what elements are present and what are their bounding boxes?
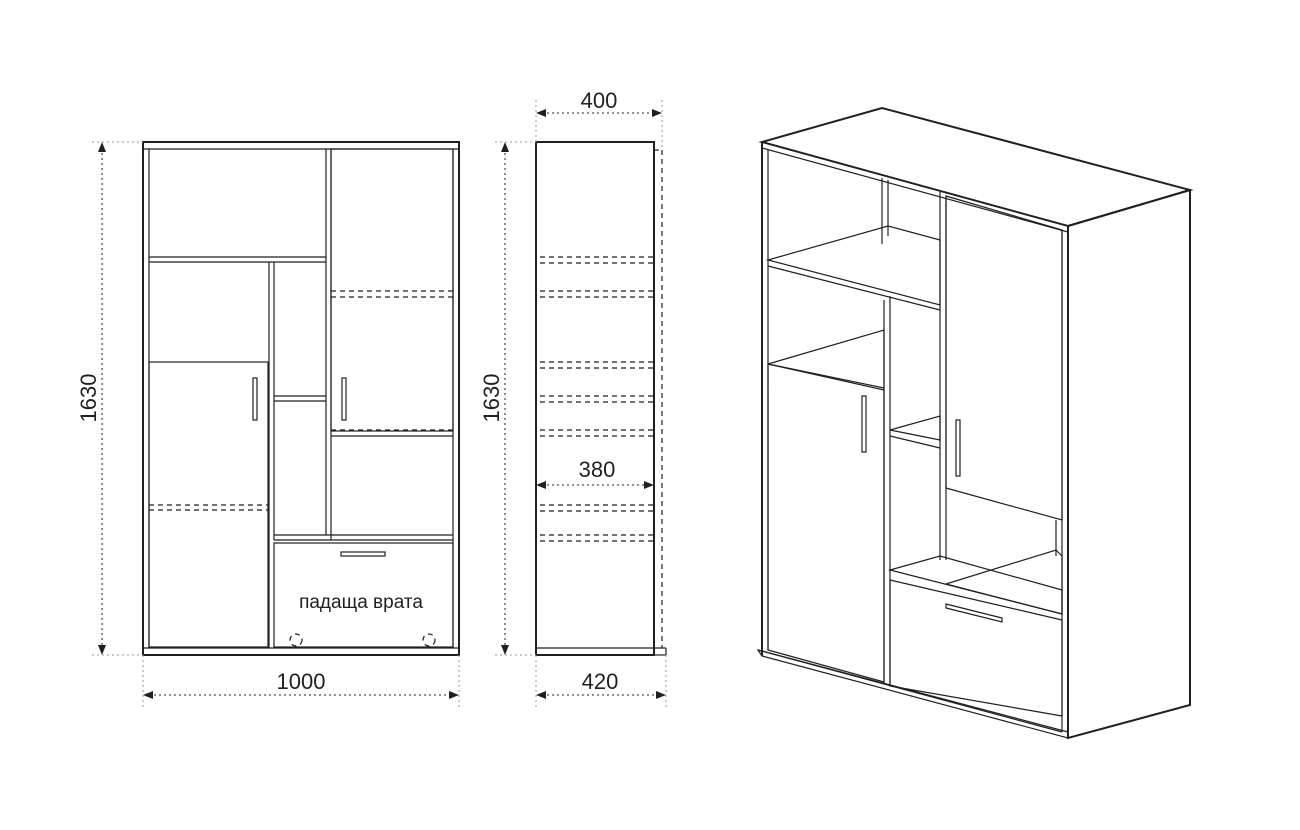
front-view: падаща врата 1630 1000 (76, 141, 460, 708)
flap-hinge-right (422, 633, 436, 647)
front-left-door-handle (252, 377, 258, 421)
iso-left-door-handle (861, 395, 867, 453)
side-inner-depth-label: 380 (579, 457, 616, 482)
iso-left-door (767, 363, 885, 683)
flap-hinge-left (289, 633, 303, 647)
iso-right-side (1067, 188, 1191, 740)
front-width-label: 1000 (277, 669, 326, 694)
front-flap-door (273, 542, 454, 648)
side-height-label: 1630 (479, 374, 504, 423)
front-flap-door-handle (340, 551, 386, 557)
isometric-view (756, 106, 1194, 740)
iso-right-door-handle (955, 419, 961, 477)
front-right-door (330, 148, 454, 432)
side-top-depth-label: 400 (581, 88, 618, 113)
iso-right-door (945, 195, 1063, 521)
side-view: 400 380 420 1630 (479, 88, 667, 708)
flap-door-label: падаща врата (299, 592, 423, 613)
iso-flap-door (889, 579, 1063, 717)
front-right-door-handle (341, 377, 347, 421)
front-height-label: 1630 (76, 374, 101, 423)
side-bottom-depth-label: 420 (582, 669, 619, 694)
side-view-outline (535, 141, 655, 656)
iso-flap-door-handle (945, 603, 1003, 623)
front-view-outline (142, 141, 460, 656)
iso-plinth (756, 649, 1069, 739)
